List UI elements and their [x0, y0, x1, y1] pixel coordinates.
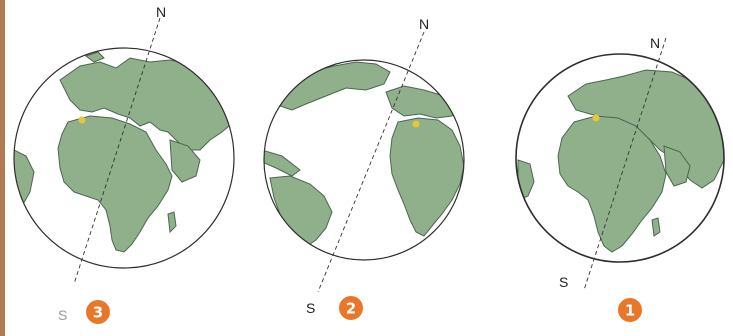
globe-2: N S 2 — [263, 16, 465, 320]
globe-1-south-label: S — [559, 274, 568, 290]
globe-2-south-label: S — [306, 300, 315, 316]
left-edge-strip — [0, 0, 5, 336]
globe-1-location-marker — [592, 114, 600, 122]
globe-1-badge-number: 1 — [625, 302, 635, 320]
globe-2-axis — [317, 31, 425, 293]
globe-1: N S 1 — [515, 35, 725, 322]
globe-3-south-label: S — [58, 307, 67, 323]
globe-3-north-label: N — [156, 4, 166, 20]
globe-3-badge — [86, 300, 110, 324]
globe-1-badge — [618, 298, 642, 322]
globe-3: N S 3 — [13, 4, 235, 324]
globe-3-axis — [73, 17, 161, 285]
globe-2-location-marker — [412, 120, 420, 128]
globe-2-outline — [263, 59, 465, 261]
globe-3-outline — [13, 47, 235, 269]
globe-1-land — [517, 69, 724, 253]
globe-1-axis — [583, 37, 667, 291]
globe-2-badge — [339, 296, 363, 320]
globe-2-badge-number: 2 — [346, 300, 356, 318]
globe-1-outline — [515, 53, 725, 263]
globe-2-north-label: N — [419, 16, 429, 32]
globe-3-badge-number: 3 — [93, 304, 103, 322]
globe-3-location-marker — [78, 116, 86, 124]
globe-1-north-label: N — [650, 35, 660, 51]
